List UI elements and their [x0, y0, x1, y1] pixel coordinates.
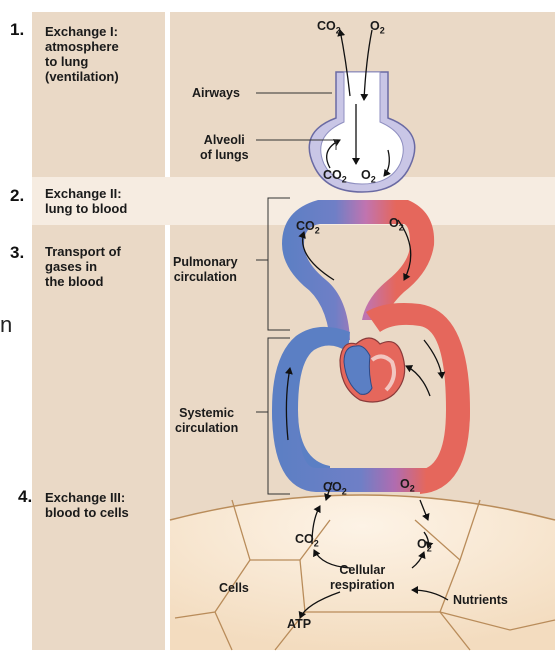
- pulmonary-circulation-label: Pulmonary circulation: [173, 255, 238, 284]
- o2-alveoli-label: O2: [361, 168, 376, 185]
- o2-systemic-label: O2: [400, 477, 415, 494]
- o2-subscript: 2: [370, 174, 376, 185]
- co2-text: CO: [296, 219, 315, 233]
- co2-text: CO: [323, 480, 342, 494]
- co2-subscript: 2: [313, 538, 319, 549]
- left-panel: [32, 12, 165, 650]
- step-2-title: Exchange II: lung to blood: [45, 186, 128, 216]
- step-1-title: Exchange I: atmosphere to lung (ventilat…: [45, 24, 119, 84]
- co2-text: CO: [317, 19, 336, 33]
- cell-boundaries: [174, 499, 556, 651]
- co2-alveoli-label: CO2: [323, 168, 347, 185]
- lung-shape: [308, 71, 416, 193]
- o2-cells-label: O2: [417, 537, 432, 554]
- cells-label: Cells: [219, 581, 249, 595]
- o2-subscript: 2: [426, 543, 432, 554]
- co2-text: CO: [323, 168, 342, 182]
- co2-subscript: 2: [341, 174, 347, 185]
- step-1-number: 1.: [10, 20, 25, 39]
- atp-label: ATP: [287, 617, 312, 631]
- airways-label: Airways: [192, 86, 240, 100]
- cells-region: [170, 495, 555, 650]
- cropped-side-letter: n: [0, 312, 13, 337]
- co2-text: CO: [295, 532, 314, 546]
- step-4-title: Exchange III: blood to cells: [45, 490, 129, 520]
- o2-pulmonary-label: O2: [389, 216, 404, 233]
- co2-subscript: 2: [335, 25, 341, 36]
- co2-subscript: 2: [341, 486, 347, 497]
- step-4-number: 4.: [18, 487, 33, 506]
- co2-systemic-label: CO2: [323, 480, 347, 497]
- o2-text: O: [361, 168, 371, 182]
- step-3-number: 3.: [10, 243, 25, 262]
- systemic-circulation-label: Systemic circulation: [175, 406, 239, 435]
- label-leaders: [256, 92, 337, 495]
- o2-subscript: 2: [379, 25, 385, 36]
- co2-cells-label: CO2: [295, 532, 319, 549]
- nutrients-label: Nutrients: [453, 593, 508, 607]
- cells-top-border: [169, 494, 556, 521]
- co2-pulmonary-label: CO2: [296, 219, 320, 236]
- o2-subscript: 2: [409, 483, 415, 494]
- co2-subscript: 2: [314, 225, 320, 236]
- alveoli-label: Alveoli of lungs: [200, 133, 249, 162]
- co2-atmosphere-label: CO2: [317, 19, 341, 36]
- o2-subscript: 2: [398, 222, 404, 233]
- o2-text: O: [400, 477, 410, 491]
- cellular-respiration-label: Cellular respiration: [330, 563, 395, 592]
- o2-text: O: [370, 19, 380, 33]
- o2-atmosphere-label: O2: [370, 19, 385, 36]
- o2-text: O: [417, 537, 427, 551]
- o2-text: O: [389, 216, 399, 230]
- flow-arrows: [284, 29, 449, 619]
- step-3-title: Transport of gases in the blood: [45, 244, 121, 289]
- step-2-number: 2.: [10, 186, 25, 205]
